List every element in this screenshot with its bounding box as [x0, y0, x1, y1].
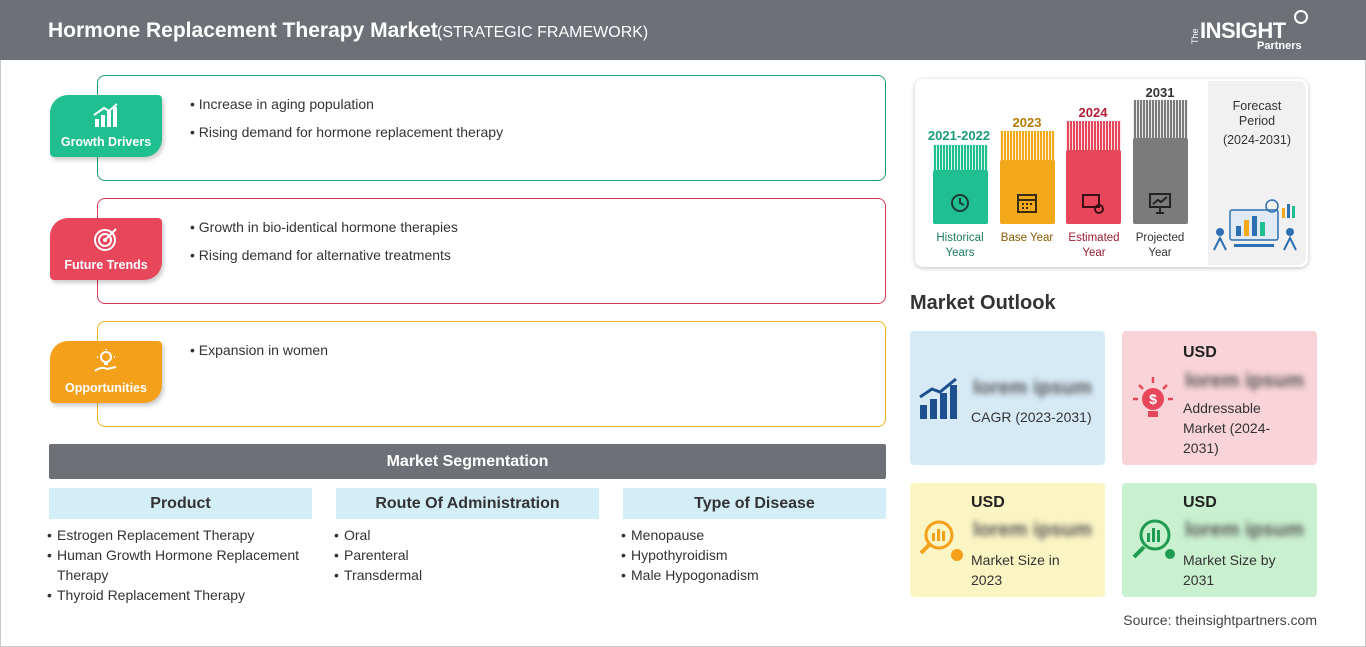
size-2023-currency: USD [971, 494, 1005, 511]
estimate-gears-icon [1082, 194, 1104, 214]
timeline-caption: Historical Years [936, 232, 984, 259]
timeline-caption: Estimated Year [1068, 232, 1120, 259]
addressable-value: lorem ipsum [1185, 370, 1304, 392]
company-logo[interactable]: The INSIGHT Partners [1190, 10, 1310, 54]
list-item: Menopause [621, 525, 881, 545]
cagr-box: lorem ipsum CAGR (2023-2031) [910, 331, 1105, 465]
size-2023-value: lorem ipsum [973, 519, 1092, 541]
timeline-bar-stripe [1066, 121, 1121, 150]
forecast-range: (2024-2031) [1222, 133, 1292, 147]
segment-head-disease: Type of Disease [623, 488, 886, 519]
growth-drivers-badge: Growth Drivers [50, 95, 162, 157]
size-2031-caption: Market Size by 2031 [1183, 552, 1276, 588]
logo-insight: INSIGHT [1200, 18, 1286, 43]
future-trends-label: Future Trends [64, 258, 148, 272]
market-size-2023-box: USD lorem ipsum Market Size in 2023 [910, 483, 1105, 597]
cagr-value: lorem ipsum [973, 377, 1092, 399]
addressable-currency: USD [1183, 344, 1217, 361]
presentation-board-icon [1149, 193, 1171, 214]
market-size-growth-icon [1132, 519, 1175, 559]
timeline-year: 2023 [1012, 115, 1042, 130]
growth-drivers-list: Increase in aging population Rising dema… [190, 96, 503, 152]
opportunities-label: Opportunities [65, 381, 147, 395]
svg-text:$: $ [1149, 391, 1157, 407]
market-size-2031-box: USD lorem ipsum Market Size by 2031 [1122, 483, 1317, 597]
logo-the: The [1190, 28, 1200, 44]
growth-bars-icon [919, 377, 957, 419]
list-item: Estrogen Replacement Therapy [47, 525, 317, 545]
growth-drivers-card: Increase in aging population Rising dema… [97, 75, 886, 181]
growth-drivers-label: Growth Drivers [60, 135, 152, 149]
segment-list-disease: Menopause Hypothyroidism Male Hypogonadi… [621, 525, 881, 585]
list-item: Increase in aging population [190, 96, 503, 112]
cagr-caption: CAGR (2023-2031) [971, 409, 1092, 425]
opportunities-badge: Opportunities [50, 341, 162, 403]
list-item: Growth in bio-identical hormone therapie… [190, 219, 458, 235]
market-size-magnifier-icon [919, 520, 963, 561]
timeline-year: 2024 [1078, 105, 1108, 120]
segment-head-route: Route Of Administration [336, 488, 599, 519]
list-item: Parenteral [334, 545, 594, 565]
target-icon [94, 228, 117, 251]
market-segmentation-title: Market Segmentation [49, 444, 886, 479]
opportunities-list: Expansion in women [190, 342, 328, 370]
lightbulb-hand-icon [94, 349, 117, 372]
segment-head-product: Product [49, 488, 312, 519]
growth-chart-icon [93, 103, 118, 127]
list-item: Oral [334, 525, 594, 545]
list-item: Rising demand for hormone replacement th… [190, 124, 503, 140]
analytics-people-icon [1213, 199, 1297, 251]
logo-ring-icon [1294, 10, 1308, 24]
addressable-market-box: USD $ lorem ipsum Addressable Market (20… [1122, 331, 1317, 465]
future-trends-list: Growth in bio-identical hormone therapie… [190, 219, 458, 275]
page-subtitle: (STRATEGIC FRAMEWORK) [437, 24, 649, 41]
timeline-bar [1066, 150, 1121, 224]
segment-list-product: Estrogen Replacement Therapy Human Growt… [47, 525, 317, 605]
timeline-caption: Projected Year [1135, 232, 1185, 259]
future-trends-card: Growth in bio-identical hormone therapie… [97, 198, 886, 304]
list-item: Hypothyroidism [621, 545, 881, 565]
header-bar: Hormone Replacement Therapy Market (STRA… [0, 0, 1366, 60]
list-item: Thyroid Replacement Therapy [47, 585, 317, 605]
page-title: Hormone Replacement Therapy Market [48, 19, 438, 42]
timeline-caption: Base Year [1000, 232, 1054, 244]
timeline-bar-stripe [933, 145, 988, 170]
segment-list-route: Oral Parenteral Transdermal [334, 525, 594, 585]
market-outlook-title: Market Outlook [910, 292, 1056, 314]
opportunities-card: Expansion in women [97, 321, 886, 427]
size-2023-caption: Market Size in 2023 [971, 552, 1060, 588]
timeline-bar [933, 170, 988, 224]
size-2031-currency: USD [1183, 494, 1217, 511]
list-item: Human Growth Hormone Replacement Therapy [47, 545, 317, 585]
addressable-caption: Addressable Market (2024-2031) [1183, 400, 1271, 456]
logo-partners: Partners [1257, 40, 1302, 52]
future-trends-badge: Future Trends [50, 218, 162, 280]
timeline-year: 2021-2022 [927, 128, 991, 143]
list-item: Transdermal [334, 565, 594, 585]
calendar-icon [1017, 194, 1037, 213]
dollar-bulb-icon: $ [1133, 377, 1173, 417]
timeline-year: 2031 [1145, 85, 1175, 100]
list-item: Expansion in women [190, 342, 328, 358]
list-item: Rising demand for alternative treatments [190, 247, 458, 263]
timeline-bar [1000, 160, 1055, 224]
source-link[interactable]: Source: theinsightpartners.com [1123, 612, 1317, 628]
timeline-bar-stripe [1000, 131, 1055, 160]
size-2031-value: lorem ipsum [1185, 519, 1304, 541]
list-item: Male Hypogonadism [621, 565, 881, 585]
timeline-bar-stripe [1133, 100, 1188, 138]
history-clock-icon [951, 194, 969, 212]
forecast-label: Forecast Period [1232, 99, 1282, 128]
